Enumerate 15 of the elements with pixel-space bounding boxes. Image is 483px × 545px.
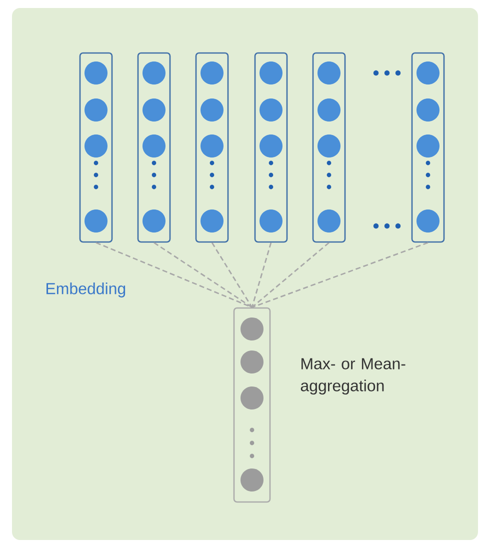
- dashed-line: [252, 242, 330, 308]
- dashed-line: [154, 242, 252, 308]
- embedding-column: [411, 52, 445, 243]
- embedding-column: [254, 52, 288, 243]
- dashed-line: [211, 242, 253, 308]
- layer-label: Embedding: [46, 282, 126, 298]
- embedding-column: [195, 52, 229, 243]
- dashed-line: [96, 242, 252, 308]
- node-caption: Max- or Mean-aggregation: [300, 358, 406, 395]
- dashed-line: [251, 242, 272, 308]
- dashed-line: [252, 242, 428, 308]
- embedding-column: [312, 52, 346, 243]
- embedding-column: [137, 52, 171, 243]
- aggregation-column: [233, 307, 271, 503]
- embedding-column: [79, 52, 113, 243]
